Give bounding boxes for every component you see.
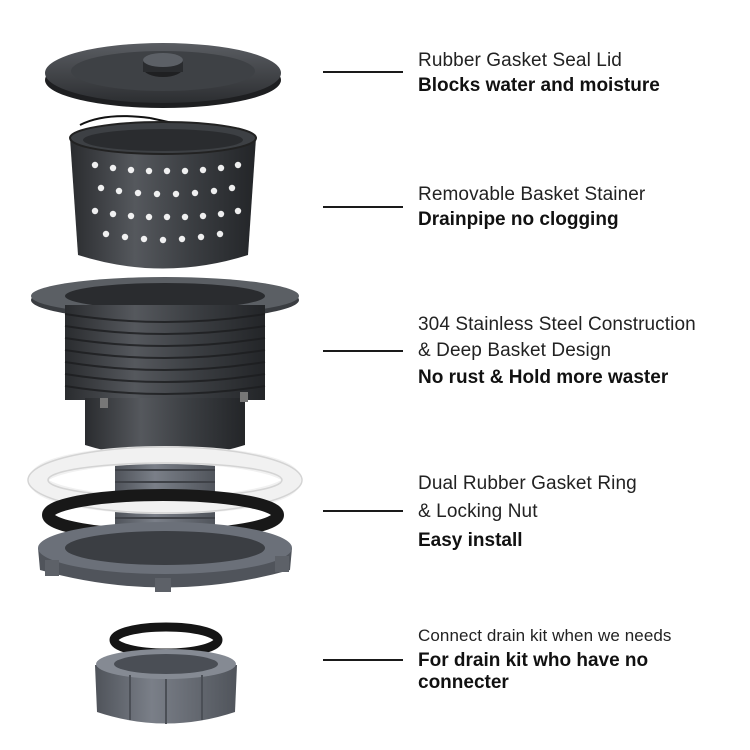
leader-line: [323, 659, 403, 661]
callout-title: Connect drain kit when we needs: [418, 626, 672, 645]
rubber-gasket-seal-lid-icon: [45, 43, 281, 108]
callout-benefit: Easy install: [418, 530, 523, 551]
drain-connector-nut-icon: [95, 622, 237, 724]
leader-line: [323, 71, 403, 73]
callout-title: Rubber Gasket Seal Lid: [418, 50, 622, 71]
callout-title: Removable Basket Stainer: [418, 184, 646, 205]
callout-title: 304 Stainless Steel Construction: [418, 314, 696, 335]
leader-line: [323, 510, 403, 512]
callout-gasket-nut: Dual Rubber Gasket Ring & Locking Nut Ea…: [418, 471, 748, 553]
leader-line: [323, 350, 403, 352]
callout-body: 304 Stainless Steel Construction & Deep …: [418, 312, 748, 390]
callout-title-line-2: & Deep Basket Design: [418, 340, 612, 361]
callout-connector: Connect drain kit when we needs For drai…: [418, 624, 748, 694]
callout-benefit-line-2: connecter: [418, 672, 509, 693]
callout-basket: Removable Basket Stainer Drainpipe no cl…: [418, 182, 748, 232]
gasket-ring-and-locking-nut-icon: [27, 446, 303, 592]
removable-basket-strainer-icon: [69, 115, 257, 269]
callout-benefit: For drain kit who have no: [418, 650, 649, 671]
callout-benefit: Blocks water and moisture: [418, 75, 660, 96]
callout-benefit: No rust & Hold more waster: [418, 367, 669, 388]
strainer-body-icon: [31, 277, 299, 525]
callout-lid: Rubber Gasket Seal Lid Blocks water and …: [418, 48, 748, 98]
leader-line: [323, 206, 403, 208]
callout-title: Dual Rubber Gasket Ring: [418, 473, 637, 494]
callout-benefit: Drainpipe no clogging: [418, 209, 619, 230]
callout-title-line-2: & Locking Nut: [418, 501, 538, 522]
